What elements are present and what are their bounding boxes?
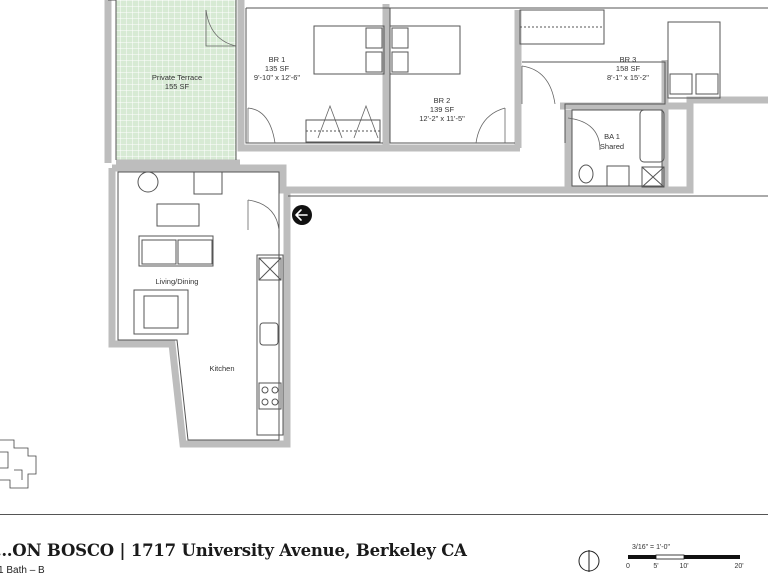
br3-area: 158 SF: [616, 64, 641, 73]
ba1-name: BA 1: [604, 132, 620, 141]
scale-tick-0: 0: [626, 563, 630, 570]
terrace-area: 155 SF: [165, 82, 190, 91]
scale-tick-5: 5': [653, 563, 658, 570]
ba1-note: Shared: [600, 142, 624, 151]
br3-name: BR 3: [620, 55, 637, 64]
doors: [205, 9, 601, 231]
project-title: …ON BOSCO | 1717 University Avenue, Berk…: [0, 541, 467, 560]
footer-divider: [0, 514, 768, 515]
entry-marker: [292, 205, 312, 225]
living-dining-name: Living/Dining: [156, 277, 199, 286]
br1-name: BR 1: [269, 55, 286, 64]
br2-area: 139 SF: [430, 105, 455, 114]
scale-tick-10: 10': [679, 563, 688, 570]
br2-dims: 12'-2" x 11'-5": [419, 114, 465, 123]
terrace-name: Private Terrace: [152, 73, 202, 82]
private-terrace: [116, 0, 236, 160]
furniture: [133, 9, 721, 436]
scale-ratio: 3/16" = 1'-0": [632, 544, 671, 551]
key-plan-icon: [0, 439, 37, 489]
br1-area: 135 SF: [265, 64, 290, 73]
br2-name: BR 2: [434, 96, 451, 105]
unit-type: 1 Bath – B: [0, 565, 45, 576]
br1-dims: 9'-10" x 12'-6": [254, 73, 300, 82]
arrow-left-icon: [295, 209, 308, 221]
scale-bar: 3/16" = 1'-0" 0 5' 10' 20': [626, 544, 744, 570]
north-arrow-icon: [578, 550, 600, 572]
room-labels: Private Terrace 155 SF BR 1 135 SF 9'-10…: [152, 55, 649, 373]
kitchen-name: Kitchen: [209, 364, 234, 373]
scale-tick-20: 20': [734, 563, 743, 570]
br3-dims: 8'-1" x 15'-2": [607, 73, 649, 82]
